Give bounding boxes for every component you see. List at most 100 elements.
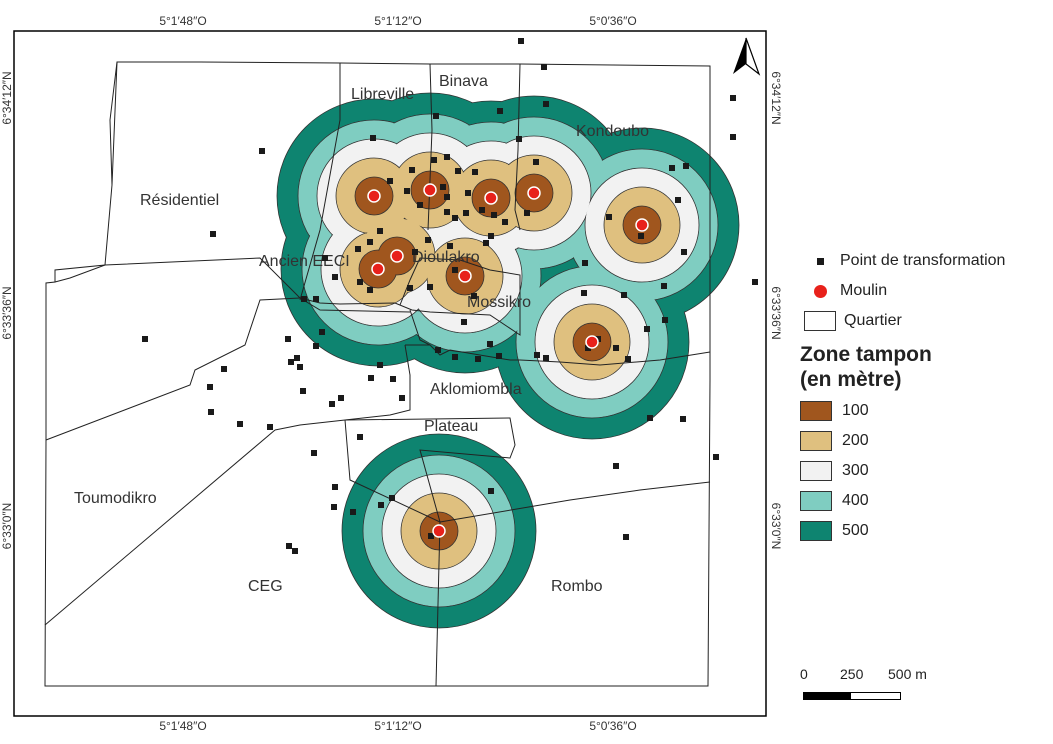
transformation-point	[404, 188, 410, 194]
transformation-point	[207, 384, 213, 390]
transformation-point	[541, 64, 547, 70]
transformation-point	[367, 287, 373, 293]
legend-moulin-label: Moulin	[840, 282, 888, 299]
transformation-point	[377, 362, 383, 368]
transformation-point	[417, 202, 423, 208]
transformation-point	[488, 233, 494, 239]
transformation-point	[461, 319, 467, 325]
map: 5°1′48″O 5°1′12″O 5°0′36″O 5°1′48″O 5°1′…	[0, 14, 783, 733]
transformation-point	[524, 210, 530, 216]
transformation-points	[142, 38, 758, 554]
coord-left-3: 6°33′0″N	[0, 503, 14, 550]
legend-item-quartier: Quartier	[800, 306, 1040, 336]
transformation-point	[319, 329, 325, 335]
transformation-point	[237, 421, 243, 427]
transformation-point	[142, 336, 148, 342]
transformation-point	[502, 219, 508, 225]
mills	[367, 183, 649, 538]
zone-swatch-500	[800, 521, 832, 541]
legend-zone-title: Zone tampon (en mètre)	[800, 343, 932, 391]
transformation-point	[479, 207, 485, 213]
square-point-icon	[816, 257, 824, 265]
transformation-point	[444, 154, 450, 160]
transformation-point	[390, 376, 396, 382]
transformation-point	[285, 336, 291, 342]
transformation-point	[412, 249, 418, 255]
legend-item-moulin: Moulin	[800, 276, 1040, 306]
scale-bar: 0 250 500 m	[800, 666, 950, 706]
transformation-point	[543, 101, 549, 107]
scale-label-500: 500 m	[888, 666, 927, 682]
transformation-point	[297, 364, 303, 370]
coord-top-3: 5°0′36″O	[589, 14, 636, 28]
coord-right-1: 6°34′12″N	[769, 71, 783, 124]
legend-zone-300: 300	[800, 456, 1040, 486]
quarter-label-ancien-eeci: Ancien EECI	[259, 253, 350, 270]
transformation-point	[440, 184, 446, 190]
zone-swatch-200	[800, 431, 832, 451]
moulin-marker	[635, 218, 649, 232]
quarter-label-toumodikro: Toumodikro	[74, 490, 157, 507]
transformation-point	[301, 296, 307, 302]
transformation-point	[332, 484, 338, 490]
transformation-point	[613, 463, 619, 469]
transformation-point	[533, 159, 539, 165]
zone-swatch-100	[800, 401, 832, 421]
quarter-label-ceg: CEG	[248, 578, 283, 595]
transformation-point	[331, 504, 337, 510]
transformation-point	[387, 178, 393, 184]
transformation-point	[516, 136, 522, 142]
coord-top-1: 5°1′48″O	[159, 14, 206, 28]
transformation-point	[730, 95, 736, 101]
quartier-swatch-icon	[804, 311, 836, 331]
transformation-point	[311, 450, 317, 456]
transformation-point	[496, 353, 502, 359]
transformation-point	[730, 134, 736, 140]
transformation-point	[621, 292, 627, 298]
transformation-point	[350, 509, 356, 515]
coord-left-2: 6°33′36″N	[0, 286, 14, 339]
quarter-label-mossikro: Mossikro	[467, 294, 531, 311]
transformation-point	[428, 533, 434, 539]
coord-bottom-2: 5°1′12″O	[374, 719, 421, 733]
transformation-point	[662, 317, 668, 323]
moulin-marker	[484, 191, 498, 205]
scale-label-0: 0	[800, 666, 808, 682]
transformation-point	[581, 290, 587, 296]
transformation-point	[267, 424, 273, 430]
quarter-label-binava: Binava	[439, 73, 488, 90]
moulin-marker	[527, 186, 541, 200]
legend-quartier-label: Quartier	[844, 312, 902, 329]
transformation-point	[332, 274, 338, 280]
transformation-point	[483, 240, 489, 246]
transformation-point	[585, 345, 591, 351]
moulin-marker	[432, 524, 446, 538]
moulin-marker	[390, 249, 404, 263]
transformation-point	[313, 343, 319, 349]
transformation-point	[444, 209, 450, 215]
transformation-point	[425, 237, 431, 243]
coord-right-3: 6°33′0″N	[769, 503, 783, 550]
transformation-point	[452, 354, 458, 360]
transformation-point	[675, 197, 681, 203]
transformation-point	[286, 543, 292, 549]
quarter-label-residentiel: Résidentiel	[140, 192, 219, 209]
transformation-point	[357, 434, 363, 440]
moulin-marker	[585, 335, 599, 349]
transformation-point	[435, 347, 441, 353]
transformation-point	[221, 366, 227, 372]
quarter-label-kondoubo: Kondoubo	[576, 123, 649, 140]
transformation-point	[259, 148, 265, 154]
quarter-label-libreville: Libreville	[351, 86, 414, 103]
transformation-point	[300, 388, 306, 394]
transformation-point	[355, 246, 361, 252]
transformation-point	[487, 341, 493, 347]
coord-bottom-3: 5°0′36″O	[589, 719, 636, 733]
transformation-point	[681, 249, 687, 255]
transformation-point	[488, 488, 494, 494]
transformation-point	[647, 415, 653, 421]
red-dot-icon	[813, 284, 827, 298]
transformation-point	[313, 296, 319, 302]
transformation-point	[661, 283, 667, 289]
transformation-point	[433, 113, 439, 119]
